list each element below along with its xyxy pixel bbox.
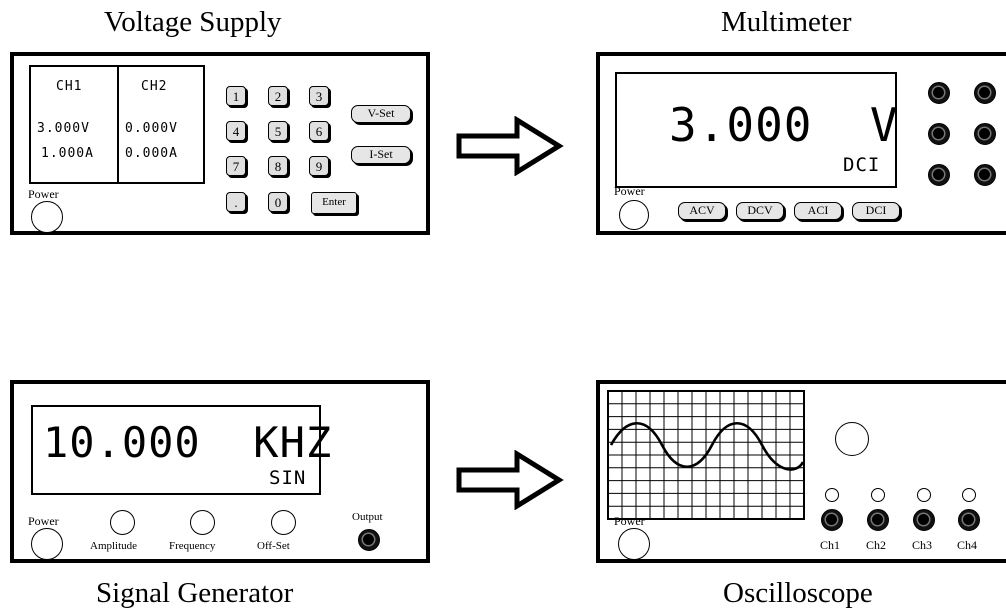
power-label: Power — [614, 184, 645, 198]
ch1-jack[interactable] — [821, 509, 843, 531]
ch3-label: Ch3 — [912, 538, 933, 552]
enter-key[interactable]: Enter — [311, 192, 357, 214]
voltage-supply-title: Voltage Supply — [104, 6, 282, 38]
key-6[interactable]: 6 — [309, 121, 329, 141]
arrow-right-icon — [456, 450, 564, 510]
power-button[interactable] — [31, 528, 63, 560]
frequency-knob[interactable] — [190, 510, 215, 535]
signal-generator-title: Signal Generator — [96, 577, 294, 609]
key-3[interactable]: 3 — [309, 86, 329, 106]
mode-acv-button[interactable]: ACV — [678, 202, 726, 220]
ch2-current: 0.000A — [125, 146, 178, 161]
ch3-jack[interactable] — [913, 509, 935, 531]
ch1-voltage: 3.000V — [37, 121, 90, 136]
multimeter-jack-5[interactable] — [928, 164, 950, 186]
ch1-label: Ch1 — [820, 538, 841, 552]
oscilloscope-panel: Power Ch1 Ch2 Ch3 Ch4 — [596, 380, 1006, 563]
i-set-button[interactable]: I-Set — [351, 146, 411, 164]
ch2-label: CH2 — [141, 79, 168, 94]
ch1-indicator — [825, 488, 839, 502]
multimeter-jack-1[interactable] — [928, 82, 950, 104]
multimeter-reading: 3.000 V — [669, 98, 899, 152]
multimeter-mode-display: DCI — [843, 154, 881, 176]
offset-knob[interactable] — [271, 510, 296, 535]
key-7[interactable]: 7 — [226, 156, 246, 176]
key-1[interactable]: 1 — [226, 86, 246, 106]
ch3-indicator — [917, 488, 931, 502]
ch4-label: Ch4 — [957, 538, 978, 552]
signal-generator-panel: 10.000 KHZ SIN Power Amplitude Frequency… — [10, 380, 430, 563]
key-8[interactable]: 8 — [268, 156, 288, 176]
ch2-label: Ch2 — [866, 538, 887, 552]
multimeter-jack-2[interactable] — [974, 82, 996, 104]
voltage-supply-display: CH1 CH2 3.000V 0.000V 1.000A 0.000A — [29, 65, 205, 184]
amplitude-knob[interactable] — [110, 510, 135, 535]
mode-aci-button[interactable]: ACI — [794, 202, 842, 220]
power-button[interactable] — [618, 528, 650, 560]
offset-label: Off-Set — [257, 540, 290, 552]
power-label: Power — [28, 187, 59, 201]
mode-dcv-button[interactable]: DCV — [736, 202, 784, 220]
ch1-current: 1.000A — [41, 146, 94, 161]
amplitude-label: Amplitude — [90, 540, 138, 552]
ch4-indicator — [962, 488, 976, 502]
ch-divider — [117, 67, 119, 182]
multimeter-jack-6[interactable] — [974, 164, 996, 186]
multimeter-jack-4[interactable] — [974, 123, 996, 145]
key-5[interactable]: 5 — [268, 121, 288, 141]
power-button[interactable] — [619, 200, 649, 230]
frequency-label: Frequency — [169, 540, 216, 552]
v-set-button[interactable]: V-Set — [351, 105, 411, 123]
voltage-supply-panel: CH1 CH2 3.000V 0.000V 1.000A 0.000A 1 2 … — [10, 52, 430, 235]
power-button[interactable] — [31, 201, 63, 233]
ch1-label: CH1 — [56, 79, 83, 94]
output-jack[interactable] — [358, 529, 380, 551]
key-9[interactable]: 9 — [309, 156, 329, 176]
multimeter-panel: 3.000 V DCI Power ACV DCV ACI DCI — [596, 52, 1006, 235]
multimeter-display: 3.000 V DCI — [615, 72, 899, 188]
key-dot[interactable]: . — [226, 192, 246, 212]
arrow-right-icon — [456, 116, 564, 176]
waveform-trace — [609, 421, 805, 471]
signal-generator-display: 10.000 KHZ SIN — [31, 405, 331, 495]
ch2-jack[interactable] — [867, 509, 889, 531]
key-2[interactable]: 2 — [268, 86, 288, 106]
power-label: Power — [28, 514, 59, 528]
mode-dci-button[interactable]: DCI — [852, 202, 900, 220]
oscilloscope-knob[interactable] — [835, 422, 869, 456]
multimeter-jack-3[interactable] — [928, 123, 950, 145]
frequency-reading: 10.000 KHZ — [43, 418, 333, 467]
key-0[interactable]: 0 — [268, 192, 288, 212]
oscilloscope-title: Oscilloscope — [723, 577, 873, 609]
key-4[interactable]: 4 — [226, 121, 246, 141]
ch2-voltage: 0.000V — [125, 121, 178, 136]
ch2-indicator — [871, 488, 885, 502]
output-label: Output — [352, 511, 383, 523]
oscilloscope-screen — [607, 390, 805, 520]
power-label: Power — [614, 514, 645, 528]
ch4-jack[interactable] — [958, 509, 980, 531]
multimeter-title: Multimeter — [721, 6, 852, 38]
waveform-display: SIN — [269, 467, 307, 489]
